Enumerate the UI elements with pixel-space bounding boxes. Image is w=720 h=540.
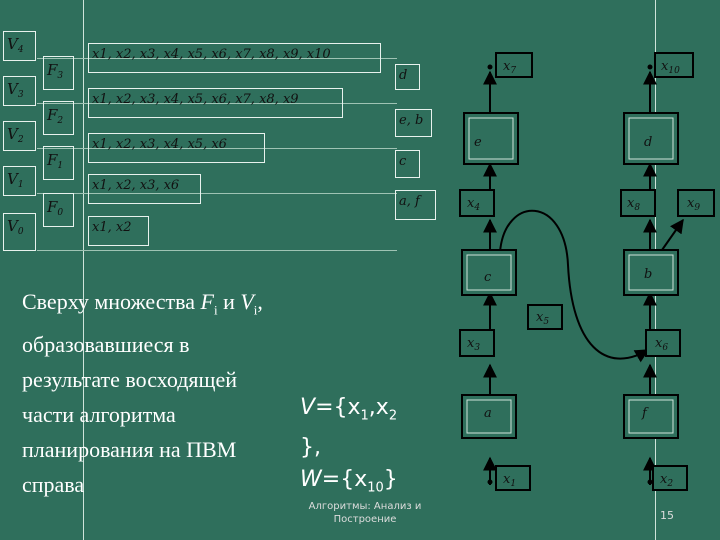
data-node-x5 — [527, 304, 563, 330]
svg-text:x7: x7 — [503, 59, 516, 76]
op-label-f: f — [641, 406, 649, 421]
set-content: x1, x2, x3, x4, x5, x6 — [88, 133, 265, 163]
data-label-x3: x — [467, 336, 475, 351]
guide-line-v4 — [37, 58, 397, 59]
vset-label: V4 — [3, 31, 36, 61]
svg-text:x3: x3 — [467, 336, 480, 353]
guide-line-v2 — [37, 148, 397, 149]
op-label-a: a — [484, 406, 492, 421]
edge — [661, 218, 684, 251]
edge-x5 — [499, 209, 650, 363]
op-node-b — [623, 249, 679, 296]
vset-label: V2 — [3, 121, 36, 151]
op-label-c: c — [484, 270, 492, 285]
set-content: x1, x2, x3, x4, x5, x6, x7, x8, x9 — [88, 88, 343, 118]
explanation-text: Сверху множества Fi и Vi, образовавшиеся… — [22, 289, 263, 498]
guide-line-v1 — [37, 193, 397, 194]
op-node-e — [463, 112, 519, 165]
fset-label: F1 — [43, 146, 74, 180]
op-node-f — [623, 394, 679, 439]
data-label-x6: x — [655, 336, 663, 351]
data-node-x6 — [645, 329, 681, 357]
op-label-d: d — [644, 135, 652, 150]
data-label-x9: x — [687, 196, 695, 211]
svg-text:x10: x10 — [661, 59, 680, 76]
ops-label: d — [395, 64, 420, 90]
svg-text:x6: x6 — [655, 336, 668, 353]
data-node-x3 — [459, 329, 495, 357]
vset-label: V1 — [3, 166, 36, 196]
guide-line-v0 — [37, 250, 397, 251]
op-label-e: e — [474, 135, 482, 150]
data-node-x10 — [654, 52, 694, 78]
fset-label: F2 — [43, 101, 74, 135]
set-content: x1, x2, x3, x6 — [88, 174, 201, 204]
page-number: 15 — [660, 509, 674, 522]
ops-label: e, b — [395, 109, 432, 137]
fset-label: F0 — [43, 193, 74, 227]
data-label-x4: x — [467, 196, 475, 211]
data-label-x2: x — [660, 472, 668, 487]
op-nodes — [461, 112, 679, 439]
data-label-x8: x — [627, 196, 635, 211]
data-nodes — [459, 52, 715, 491]
data-node-x1 — [495, 465, 531, 491]
op-node-d — [623, 112, 679, 165]
data-node-x7 — [495, 52, 533, 78]
svg-text:x8: x8 — [627, 196, 640, 213]
set-content: x1, x2 — [88, 216, 149, 246]
data-label-x10: x — [661, 59, 669, 74]
decor-vertical-line-left — [83, 0, 84, 540]
vset-label: V3 — [3, 76, 36, 106]
svg-text:x2: x2 — [660, 472, 673, 489]
data-node-x4 — [459, 189, 495, 217]
svg-text:x9: x9 — [687, 196, 700, 213]
data-node-x9 — [677, 189, 715, 217]
data-node-x8 — [620, 189, 656, 217]
footer-label: Алгоритмы: Анализ и Построение — [308, 501, 422, 525]
svg-text:x1: x1 — [503, 472, 516, 489]
guide-line-v3 — [37, 103, 397, 104]
op-node-c — [461, 249, 517, 296]
data-node-x2 — [652, 465, 688, 491]
op-node-a — [461, 394, 517, 439]
data-label-x1: x — [503, 472, 511, 487]
svg-text:x5: x5 — [536, 310, 549, 327]
ops-label: a, f — [395, 190, 436, 220]
data-label-x7: x — [503, 59, 511, 74]
fset-label: F3 — [43, 56, 74, 90]
ops-label: c — [395, 150, 420, 178]
svg-text:x4: x4 — [467, 196, 480, 213]
vset-label: V0 — [3, 213, 36, 251]
data-label-x5: x — [536, 310, 544, 325]
formula-text: V={x1,x2 }, W={x10} — [300, 395, 398, 496]
op-label-b: b — [644, 267, 652, 282]
set-content: x1, x2, x3, x4, x5, x6, x7, x8, x9, x10 — [88, 43, 381, 73]
